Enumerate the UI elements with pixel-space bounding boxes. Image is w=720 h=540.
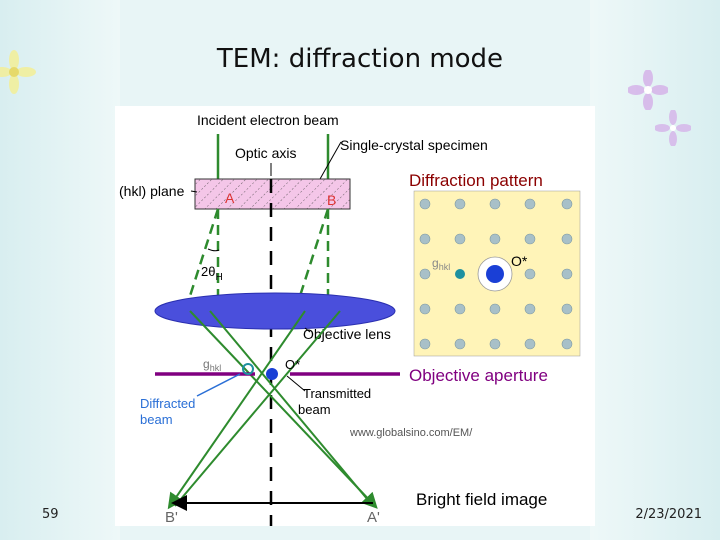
pattern-origin-spot [486,265,504,283]
diffracted-ray-right [167,310,306,510]
flower-icon-right-top [628,70,668,110]
diffraction-spot [489,338,501,350]
flower-icon-right-small [655,110,691,146]
diffraction-spot [419,303,431,315]
diffraction-spot [561,233,573,245]
pattern-ghkl-spot [455,269,465,279]
diffracted-ray-left [189,310,378,509]
specimen-hatching [195,179,350,209]
diffraction-spot [524,198,536,210]
point-b-image-label: B' [165,509,178,526]
diffraction-spot [489,233,501,245]
diffracted-beam-label-2: beam [140,412,173,427]
diffraction-spot [561,198,573,210]
diffraction-spot [489,198,501,210]
origin-left-label: O* [285,357,300,372]
tem-diffraction-figure: Incident electron beam Optic axis Single… [115,106,595,526]
diffracted-ray-right-dashed [298,208,330,297]
point-b-label: B [327,192,336,208]
tem-diffraction-diagram: Incident electron beam Optic axis Single… [119,112,581,526]
optic-axis-label: Optic axis [235,145,296,161]
incident-beam-label: Incident electron beam [197,112,339,128]
transmitted-ray-left [209,310,374,507]
specimen-leader [319,141,342,180]
diffraction-spots [419,198,573,350]
diffraction-spot [489,303,501,315]
diffracted-beam-label-1: Diffracted [140,396,195,411]
angle-label: 2θH [201,264,223,283]
origin-pattern-label: O* [511,253,528,269]
angle-arc [207,248,220,252]
transmitted-ray-right [174,310,341,507]
specimen-label: Single-crystal specimen [340,137,488,153]
ghkl-spot-back-focal [242,363,254,375]
point-a-label: A [225,190,235,206]
diffraction-spot [524,233,536,245]
ghkl-pattern-label: ghkl [432,256,450,272]
background-left-panel [0,0,120,540]
diffraction-spot [419,198,431,210]
diffracted-beam-leader [196,373,241,397]
diffraction-pattern-title: Diffraction pattern [409,171,543,190]
transmitted-beam-label-2: beam [298,402,331,417]
point-a-image-label: A' [367,509,380,526]
diffraction-spot [454,338,466,350]
slide-title: TEM: diffraction mode [216,44,504,74]
slide-date: 2/23/2021 [635,507,702,522]
bright-field-image-label: Bright field image [416,490,547,509]
diffraction-spot [419,233,431,245]
objective-lens-leader [304,327,311,333]
hkl-plane-label: (hkl) plane [119,183,185,199]
diffraction-spot [524,303,536,315]
diffraction-spot [561,268,573,280]
diffraction-spot [524,338,536,350]
hkl-plane-leader [190,190,198,193]
diffraction-spot [454,233,466,245]
ghkl-left-label: ghkl [203,357,221,373]
slide-number: 59 [42,507,59,522]
diffraction-spot [419,338,431,350]
diffraction-spot [419,268,431,280]
diffraction-spot [524,268,536,280]
watermark-text: www.globalsino.com/EM/ [349,427,473,439]
objective-lens [154,292,396,330]
diffraction-spot [454,303,466,315]
objective-aperture-label: Objective aperture [409,366,548,385]
transmitted-beam-leader [286,375,306,392]
diffraction-spot [454,198,466,210]
diffraction-spot [561,338,573,350]
diffracted-ray-left-dashed [188,208,220,297]
origin-spot-back-focal [266,368,278,380]
transmitted-beam-label-1: Transmitted [303,386,371,401]
flower-icon-left [0,50,36,94]
diffraction-spot [561,303,573,315]
